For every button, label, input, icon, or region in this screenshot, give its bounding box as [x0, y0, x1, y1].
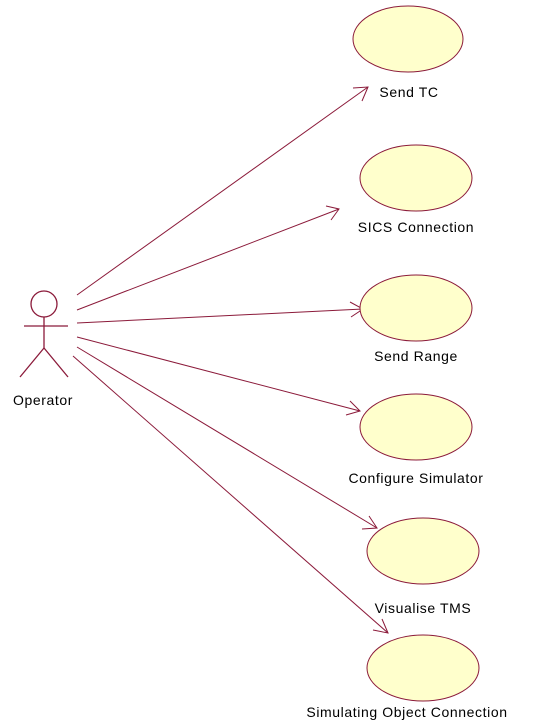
use-case-send-range[interactable]	[359, 274, 473, 342]
association-send-tc	[76, 86, 369, 296]
association-sics-connection	[76, 205, 340, 311]
use-case-label-sics-connection: SICS Connection	[358, 219, 474, 235]
use-case-configure-simulator[interactable]	[359, 393, 473, 461]
association-visualise-tms	[76, 346, 378, 530]
actor-right-leg	[43, 347, 69, 378]
use-case-label-simulating-object-connection: Simulating Object Connection	[306, 704, 507, 720]
association-send-range	[76, 301, 364, 324]
use-case-send-tc[interactable]	[352, 5, 464, 73]
actor-head	[30, 290, 58, 318]
use-case-label-visualise-tms: Visualise TMS	[375, 600, 472, 616]
actor-label: Operator	[13, 392, 73, 408]
use-case-label-send-tc: Send TC	[379, 84, 438, 100]
use-case-ellipses	[352, 5, 480, 702]
actor-left-leg	[19, 347, 45, 378]
associations	[72, 86, 389, 634]
association-simulating-object-connection	[72, 355, 389, 634]
actor-operator	[19, 290, 69, 378]
use-case-visualise-tms[interactable]	[366, 517, 480, 585]
use-case-sics-connection[interactable]	[359, 144, 473, 212]
use-case-simulating-object-connection[interactable]	[366, 634, 480, 702]
use-case-label-configure-simulator: Configure Simulator	[348, 470, 483, 486]
use-case-label-send-range: Send Range	[374, 348, 458, 364]
association-configure-simulator	[76, 336, 361, 416]
